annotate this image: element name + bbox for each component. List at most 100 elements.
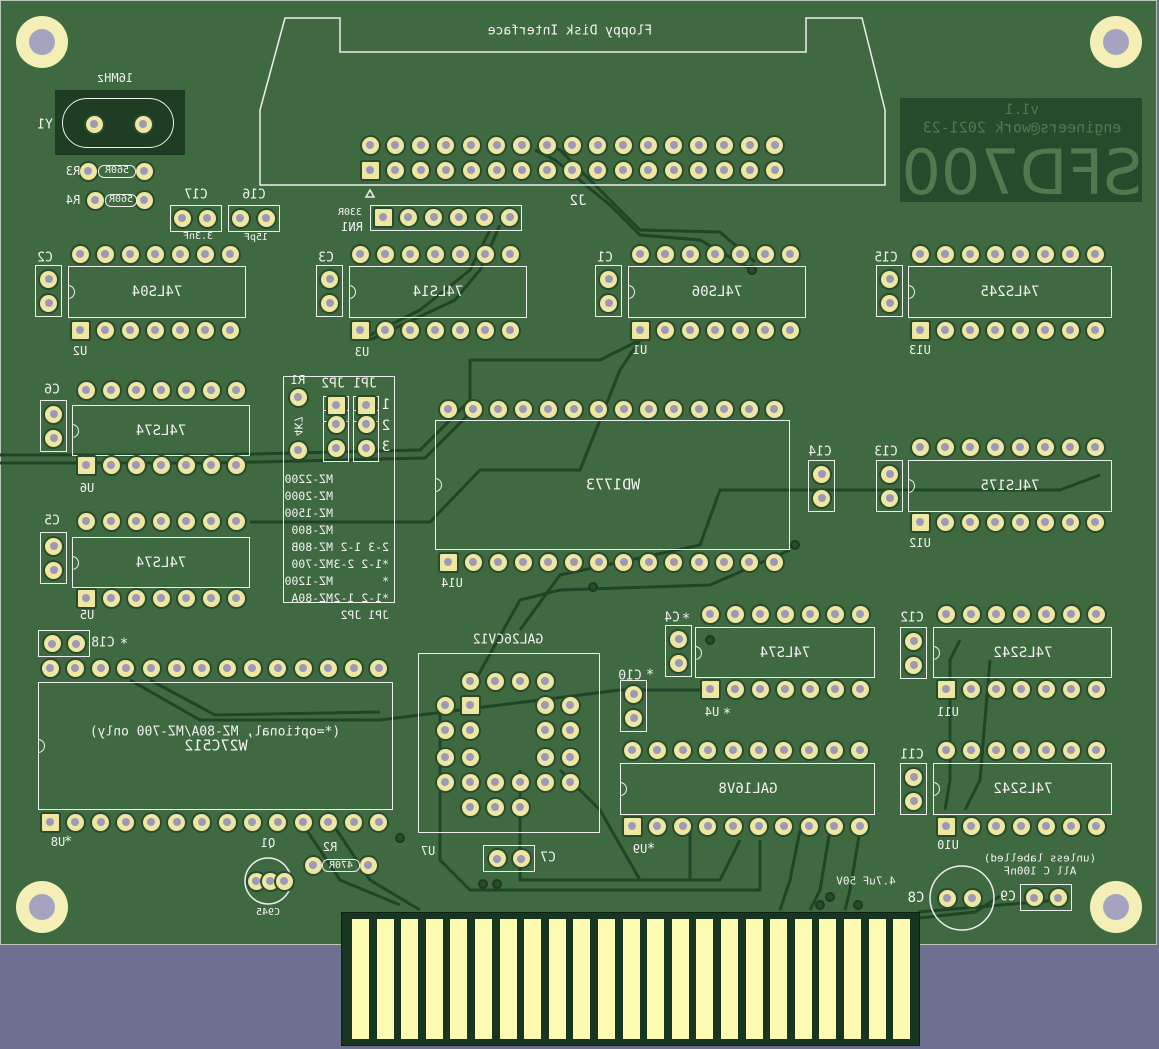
pad	[681, 245, 699, 263]
pad	[461, 748, 479, 766]
pad	[961, 438, 979, 456]
pad	[538, 161, 556, 179]
pad	[177, 512, 195, 530]
pad	[171, 245, 189, 263]
jumper-setting: 2-3 1-2	[340, 540, 389, 554]
ic-ref-u9: U9	[632, 842, 648, 856]
pad	[565, 400, 582, 418]
pad	[881, 489, 898, 507]
pad	[361, 136, 379, 154]
pad	[173, 209, 191, 227]
pad	[327, 396, 345, 414]
pad	[40, 294, 57, 312]
pad	[986, 438, 1004, 456]
pad	[1061, 321, 1079, 339]
pad	[937, 680, 955, 698]
pad	[715, 553, 733, 571]
cap-label-c13: C13	[874, 444, 898, 460]
logo-block: SFD700 engineers@work 2021-23 v1.1	[900, 98, 1143, 209]
ic-value-u10: 74LS242	[992, 781, 1053, 797]
pad	[357, 439, 375, 457]
pad	[227, 589, 245, 607]
c8-ref: C8	[907, 890, 925, 906]
cap-c5	[40, 532, 67, 584]
pad	[986, 245, 1004, 263]
pad	[936, 513, 954, 531]
pad	[514, 553, 532, 571]
pad	[221, 321, 239, 339]
ic-ref-u3: U3	[354, 345, 370, 359]
pad	[1037, 741, 1055, 759]
cap-label-c15: C15	[874, 250, 898, 266]
pad	[437, 136, 455, 154]
pad	[699, 741, 717, 759]
crystal-outline	[62, 98, 174, 148]
pin1-notch	[933, 645, 940, 660]
pad	[401, 245, 419, 263]
cap-c18	[38, 630, 90, 657]
pad	[71, 245, 89, 263]
gold-finger	[671, 919, 689, 1039]
pad	[1086, 245, 1104, 263]
pad	[357, 396, 375, 414]
pad	[426, 321, 444, 339]
edge-connector[interactable]	[341, 912, 920, 1046]
unless-note: (unless labelled)	[983, 851, 1097, 865]
pad	[681, 321, 699, 339]
ic-value-u1: 74LS06	[691, 284, 743, 300]
pad	[801, 605, 819, 623]
pad	[319, 813, 337, 831]
pad	[690, 161, 708, 179]
pad	[461, 696, 479, 714]
pad	[765, 400, 783, 418]
pad	[536, 773, 554, 791]
pad	[461, 773, 479, 791]
pad	[1086, 321, 1104, 339]
model-name: MZ-800	[291, 523, 333, 537]
pad	[439, 553, 457, 571]
jumper-table-row: JP1 JP2	[284, 607, 393, 624]
cap-c6	[40, 400, 67, 452]
pad	[127, 456, 145, 474]
pad	[741, 136, 758, 154]
pad	[961, 245, 979, 263]
model-name: MZ-700	[291, 557, 333, 571]
pad	[881, 270, 898, 288]
pad	[85, 115, 103, 133]
jumper-table-row: *MZ-1200	[284, 573, 393, 590]
cap-c3	[316, 265, 343, 317]
cap-label-c12: C12	[900, 610, 924, 626]
pad	[740, 553, 758, 571]
pad	[489, 400, 507, 418]
pad	[196, 245, 214, 263]
ic-value-u5: 74LS74	[135, 554, 187, 571]
pad	[911, 438, 929, 456]
pad	[511, 773, 529, 791]
pad	[674, 817, 692, 835]
pad	[243, 813, 261, 831]
pad	[536, 721, 554, 739]
pad	[102, 456, 120, 474]
cap-c13	[876, 460, 903, 512]
pad	[1011, 321, 1029, 339]
pad	[45, 561, 62, 579]
pad	[269, 813, 287, 831]
pad	[1037, 817, 1055, 835]
pad	[486, 798, 504, 816]
pad	[399, 208, 417, 226]
pad	[615, 553, 633, 571]
pad	[589, 161, 607, 179]
pad	[196, 321, 214, 339]
r3-ref: R3	[65, 164, 81, 178]
pad	[825, 817, 843, 835]
pad	[202, 589, 220, 607]
gold-finger	[794, 919, 812, 1039]
pad	[1011, 438, 1029, 456]
pad	[775, 741, 793, 759]
pad	[359, 856, 377, 874]
pad	[513, 136, 531, 154]
pad	[257, 209, 275, 227]
model-name: MZ-2000	[284, 489, 333, 503]
pad	[1061, 513, 1079, 531]
